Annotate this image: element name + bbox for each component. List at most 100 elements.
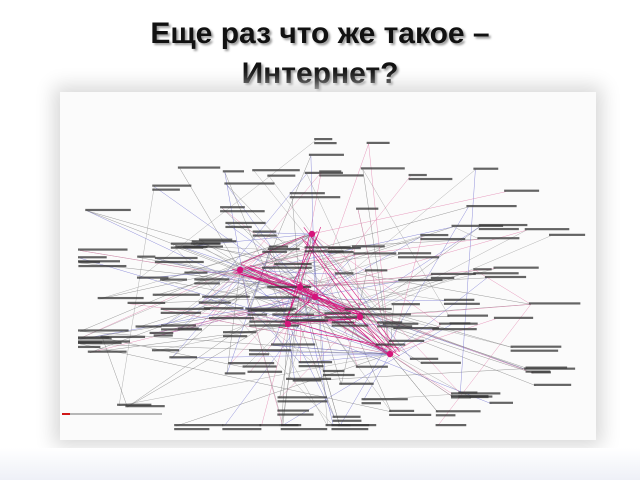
graph-link <box>119 353 391 406</box>
graph-node <box>198 238 233 245</box>
graph-node <box>153 334 173 337</box>
node-label-bar <box>549 233 586 236</box>
graph-link <box>274 315 391 355</box>
node-label-bar <box>78 256 107 259</box>
graph-node <box>203 307 244 310</box>
graph-link <box>239 269 472 399</box>
node-label-bar <box>267 247 300 251</box>
graph-link <box>299 286 392 412</box>
node-label-bar <box>151 349 180 352</box>
graph-node <box>510 345 562 352</box>
node-label-bar <box>252 169 300 172</box>
node-label-bar <box>152 184 192 187</box>
graph-node <box>322 369 355 377</box>
node-label-bar <box>451 396 471 399</box>
graph-node <box>223 331 257 338</box>
graph-link <box>314 296 513 348</box>
graph-link <box>275 264 391 355</box>
graph-link <box>196 233 313 281</box>
node-label-bar <box>473 272 519 275</box>
node-label-bar <box>160 311 201 314</box>
node-label-bar <box>477 237 520 240</box>
graph-link <box>200 303 289 322</box>
graph-node <box>389 409 432 417</box>
graph-link <box>249 264 310 287</box>
graph-link <box>299 286 534 374</box>
graph-link <box>204 235 423 298</box>
graph-node <box>277 409 314 416</box>
graph-link <box>453 226 480 240</box>
node-label-bar <box>361 402 381 405</box>
graph-link <box>313 296 363 315</box>
node-label-bar <box>225 221 266 225</box>
node-label-bar <box>267 285 312 289</box>
graph-node <box>169 356 198 359</box>
node-label-bar <box>451 392 501 395</box>
node-label-bar <box>430 276 455 280</box>
node-label-bar <box>366 141 390 144</box>
graph-node <box>286 319 329 322</box>
node-label-bar <box>489 401 514 404</box>
node-label-bar <box>324 312 351 315</box>
hub-node <box>386 350 394 358</box>
node-label-bar <box>435 410 481 413</box>
graph-node <box>493 316 534 319</box>
graph-node <box>125 405 165 408</box>
node-label-bar <box>268 245 289 248</box>
node-label-bar <box>324 316 365 319</box>
graph-link <box>389 353 439 413</box>
graph-link <box>287 296 316 380</box>
graph-node <box>151 349 180 352</box>
node-label-bar <box>194 278 230 281</box>
graph-node <box>319 170 364 177</box>
node-label-bar <box>353 252 397 255</box>
node-label-bar <box>78 340 130 343</box>
node-label-bar <box>420 233 449 237</box>
node-label-bar <box>364 269 388 272</box>
graph-link <box>284 294 317 323</box>
graph-node <box>308 153 344 156</box>
graph-node <box>177 327 199 330</box>
node-label-bar <box>304 171 343 174</box>
node-label-bar <box>447 314 489 317</box>
graph-node <box>344 307 392 311</box>
graph-node <box>360 167 405 170</box>
graph-node <box>277 396 328 403</box>
node-label-bar <box>202 295 250 298</box>
node-label-bar <box>161 324 196 327</box>
node-label-bar <box>322 369 345 373</box>
accent-line <box>62 413 162 415</box>
graph-link <box>200 247 271 304</box>
graph-link <box>156 258 301 288</box>
graph-node <box>355 365 388 368</box>
graph-node <box>202 295 250 298</box>
graph-node <box>489 401 514 404</box>
graph-node <box>135 325 162 328</box>
node-label-bar <box>78 264 127 268</box>
graph-node <box>289 192 341 199</box>
graph-node <box>262 250 287 253</box>
graph-link <box>224 296 316 334</box>
graph-link <box>292 234 319 284</box>
graph-link <box>307 302 360 315</box>
graph-links <box>79 139 552 427</box>
graph-node <box>398 278 443 282</box>
graph-node <box>466 204 517 208</box>
graph-link <box>299 286 341 427</box>
graph-link <box>294 368 528 382</box>
node-label-bar <box>277 400 328 403</box>
node-label-bar <box>430 272 476 276</box>
node-label-bar <box>245 307 297 310</box>
graph-link <box>314 143 369 298</box>
graph-node <box>361 398 408 405</box>
node-label-bar <box>198 301 231 304</box>
graph-node <box>420 233 466 241</box>
graph-link <box>314 235 423 298</box>
node-label-bar <box>397 256 440 259</box>
node-label-bar <box>242 365 277 368</box>
graph-node <box>435 424 467 427</box>
node-label-bar <box>177 327 199 330</box>
internet-network-diagram <box>60 92 596 440</box>
graph-node <box>304 246 351 253</box>
graph-link <box>118 186 155 406</box>
